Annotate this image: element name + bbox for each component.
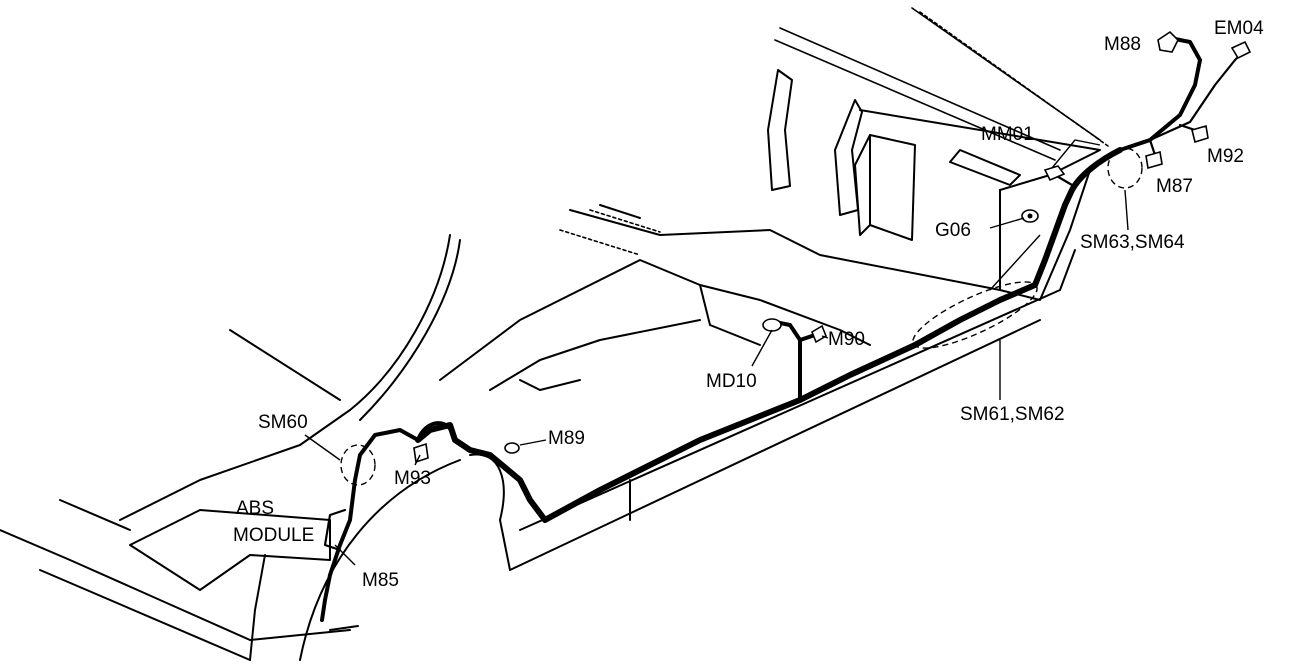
label-m90: M90	[828, 329, 865, 350]
label-sm63-sm64: SM63,SM64	[1080, 232, 1185, 253]
connector-m93	[413, 442, 429, 464]
leader-lines	[304, 139, 1129, 566]
label-md10: MD10	[706, 371, 757, 392]
ground-g06-center	[1027, 213, 1033, 219]
label-sm60: SM60	[258, 412, 308, 433]
label-g06: G06	[935, 220, 971, 241]
label-abs-line2: MODULE	[233, 525, 314, 546]
connector-m87	[1145, 150, 1163, 170]
label-m87: M87	[1156, 176, 1193, 197]
label-m92: M92	[1207, 146, 1244, 167]
connector-m89	[504, 442, 520, 454]
label-m88: M88	[1104, 34, 1141, 55]
splice-markers	[340, 147, 1143, 486]
label-sm61-sm62: SM61,SM62	[960, 404, 1065, 425]
label-m93: M93	[394, 468, 431, 489]
vehicle-body-outline	[0, 7, 1109, 661]
splice-sm61-sm62-circle	[912, 281, 1038, 349]
connectors	[413, 30, 1252, 464]
connector-m88	[1157, 30, 1179, 53]
label-mm01: MM01	[981, 124, 1034, 145]
splice-sm60-circle	[340, 444, 376, 486]
label-em04: EM04	[1214, 18, 1264, 39]
main-wiring-harness	[320, 36, 1247, 622]
label-abs-line1: ABS	[236, 498, 274, 519]
label-m89: M89	[548, 428, 585, 449]
connector-m92	[1191, 124, 1209, 144]
connector-m90	[811, 324, 827, 344]
connector-mm01	[1043, 165, 1066, 182]
connector-em04	[1230, 40, 1252, 60]
splice-sm63-sm64-circle	[1107, 147, 1143, 189]
connector-md10	[762, 318, 782, 332]
label-m85: M85	[362, 570, 399, 591]
component-labels: M88 EM04 M92 MM01 M87 G06 SM63,SM64 M90 …	[233, 18, 1264, 591]
